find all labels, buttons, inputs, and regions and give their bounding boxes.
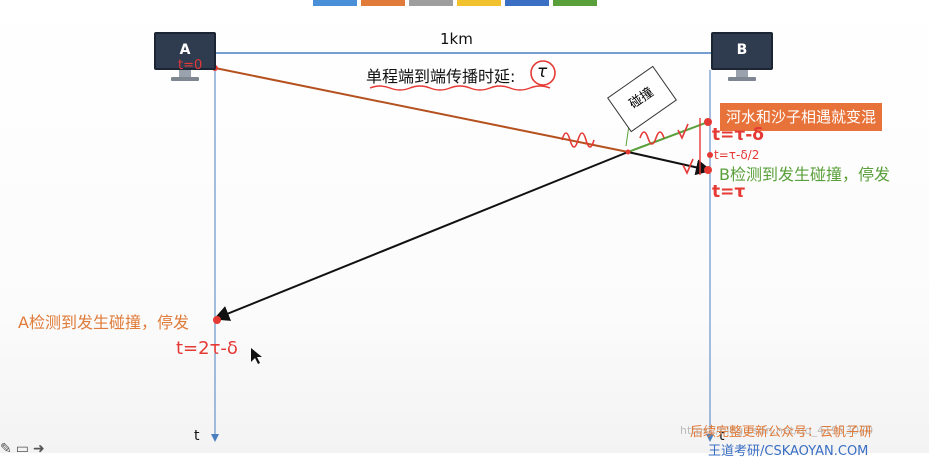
hw-b-time3: t=τ [712, 182, 746, 202]
hw-a-time: t=2τ-δ [176, 338, 238, 359]
footer-text1: 后续完整更新公众号：云帆子研 [690, 425, 873, 440]
screen-icon[interactable]: ▭ [15, 441, 33, 457]
tab-blue[interactable] [313, 0, 357, 6]
collision-to-a [213, 151, 629, 321]
signal-b [627, 121, 709, 153]
hw-a-start: t=0 [178, 58, 203, 73]
a-detect-text: A检测到发生碰撞，停发 [18, 313, 189, 332]
top-tab-bar [313, 0, 597, 6]
signal-a [214, 67, 629, 153]
dot-b-start [704, 118, 712, 126]
hw-b-time1: t=τ-δ [712, 125, 764, 145]
host-b-computer: B [711, 32, 773, 86]
tab-gray[interactable] [409, 0, 453, 6]
b-detect-text: B检测到发生碰撞，停发 [719, 165, 890, 184]
distance-label: 1km [440, 30, 473, 48]
tab-darkblue[interactable] [505, 0, 549, 6]
tab-orange[interactable] [361, 0, 405, 6]
host-a-label: A [154, 32, 216, 70]
delay-underline [369, 85, 551, 91]
pen-icon[interactable]: ✎ [0, 441, 16, 457]
presentation-toolbar: ✎▭➜ [0, 441, 49, 457]
tau-circle [530, 60, 556, 86]
tab-green[interactable] [553, 0, 597, 6]
mix-banner: 河水和沙子相遇就变混 [720, 103, 883, 131]
tab-yellow[interactable] [457, 0, 501, 6]
arrow-icon[interactable]: ➜ [32, 441, 49, 457]
squiggle-wave-a [561, 132, 595, 148]
delay-text: 单程端到端传播时延: [366, 67, 516, 86]
mouse-cursor [251, 348, 262, 364]
dot-collision [625, 149, 631, 155]
dot-b-detect [704, 166, 712, 174]
squiggle-check-2 [682, 158, 694, 175]
time-label-left: t [194, 428, 200, 444]
squiggle-wave-b [639, 131, 665, 145]
host-b-label: B [711, 32, 773, 70]
dot-a-detect [213, 316, 221, 324]
hw-b-time2: t=τ-δ/2 [714, 148, 760, 162]
footer-text2: 王道考研/CSKAOYAN.COM [708, 444, 869, 459]
dot-b-mid [707, 152, 713, 158]
host-a-computer: A [154, 32, 216, 86]
time-label-right: t [719, 428, 725, 444]
tau-symbol: τ [537, 62, 548, 82]
collision-to-b [627, 151, 712, 176]
watermark: https://blog.csdn.net/qq_41953070 [680, 424, 874, 437]
squiggle-check-1 [677, 123, 689, 140]
